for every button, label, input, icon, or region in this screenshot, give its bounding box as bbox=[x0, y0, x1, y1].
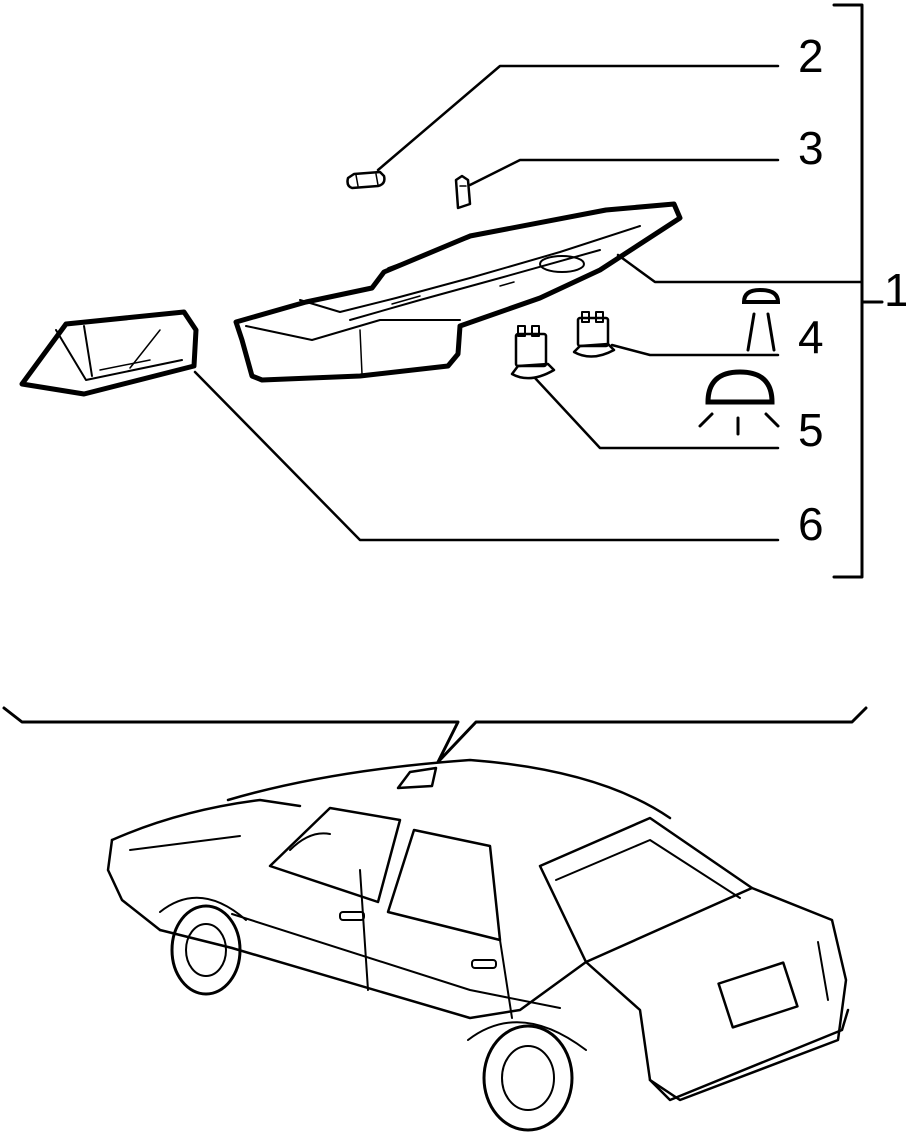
callout-3: 3 bbox=[798, 122, 824, 174]
callout-6: 6 bbox=[798, 498, 824, 550]
wedge-bulb-part bbox=[454, 174, 472, 210]
callout-5: 5 bbox=[798, 404, 824, 456]
dome-light-switch-part bbox=[510, 325, 556, 380]
roof-light-housing bbox=[233, 201, 683, 383]
dome-light-icon bbox=[698, 369, 780, 436]
leader-3 bbox=[468, 158, 780, 187]
assembly-bracket bbox=[832, 3, 884, 579]
leader-4 bbox=[610, 343, 780, 357]
rear-wheel bbox=[467, 1021, 587, 1132]
lamp-lens-part bbox=[19, 309, 199, 397]
leader-6 bbox=[193, 370, 780, 542]
callout-1: 1 bbox=[884, 264, 906, 316]
callout-4: 4 bbox=[798, 311, 824, 363]
front-wheel bbox=[159, 896, 247, 996]
location-pointer bbox=[2, 706, 868, 764]
leader-lines bbox=[193, 64, 864, 542]
reading-lamp-switch-part bbox=[572, 311, 616, 358]
callout-2: 2 bbox=[798, 30, 824, 82]
reading-lamp-icon bbox=[741, 287, 781, 352]
car-illustration bbox=[106, 758, 850, 1132]
leader-1 bbox=[616, 253, 864, 284]
leader-2 bbox=[376, 64, 780, 172]
festoon-bulb-part bbox=[346, 170, 386, 190]
leader-5 bbox=[533, 376, 780, 450]
